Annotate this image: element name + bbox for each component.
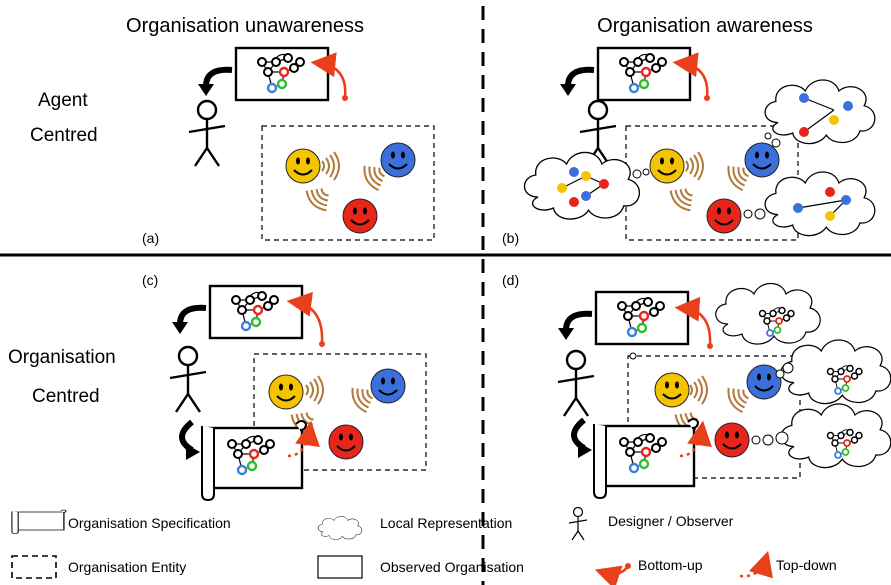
organisation-entity-box xyxy=(253,353,427,471)
organisation-entity-box xyxy=(261,125,435,241)
bottom-up-arrow xyxy=(310,52,347,99)
bottom-up-arrow xyxy=(286,291,324,345)
top-down-arrow xyxy=(679,420,712,458)
organisation-specification-scroll xyxy=(592,417,700,500)
row-label-organisation: Organisation xyxy=(8,347,116,368)
legend-top-down-icon xyxy=(739,550,773,579)
top-down-arrow xyxy=(287,420,320,458)
panel-label-d: (d) xyxy=(502,272,519,288)
blue-agent xyxy=(380,142,416,178)
legend-observed-org-label: Observed Organisation xyxy=(380,559,524,575)
designer-figure xyxy=(168,345,208,414)
legend-local-rep-label: Local Representation xyxy=(380,515,512,531)
legend: Organisation Specification Organisation … xyxy=(11,506,837,585)
bottom-up-arrow xyxy=(674,296,712,347)
local-representation-cloud xyxy=(523,151,641,220)
designer-figure xyxy=(556,349,596,418)
legend-designer-label: Designer / Observer xyxy=(608,513,734,529)
legend-designer-icon xyxy=(568,506,588,541)
row-label-agent-centred: Centred xyxy=(30,125,98,146)
legend-bottom-up-icon xyxy=(594,565,630,585)
organisation-entity-box xyxy=(627,355,801,479)
panel-label-b: (b) xyxy=(502,230,519,246)
legend-org-entity-label: Organisation Entity xyxy=(68,559,186,575)
header-unawareness: Organisation unawareness xyxy=(126,15,364,37)
local-representation-cloud xyxy=(764,79,876,145)
waves xyxy=(321,151,340,181)
panel-a xyxy=(187,46,435,241)
legend-org-entity-icon xyxy=(11,555,57,579)
header-awareness: Organisation awareness xyxy=(597,15,813,37)
organisation-specification-scroll xyxy=(200,419,308,502)
legend-top-down-label: Top-down xyxy=(776,557,837,573)
legend-org-spec-icon xyxy=(11,509,67,535)
thought-bubbles xyxy=(629,352,794,446)
panel-b xyxy=(523,46,876,241)
legend-cloud-icon xyxy=(317,516,363,540)
designer-figure xyxy=(187,99,227,168)
legend-observed-org-icon xyxy=(317,555,363,579)
thought-bubbles xyxy=(632,132,781,220)
black-arrow xyxy=(203,66,233,87)
legend-org-spec-label: Organisation Specification xyxy=(68,515,231,531)
legend-bottom-up-label: Bottom-up xyxy=(638,557,703,573)
row-label-agent: Agent xyxy=(38,90,88,111)
observed-organisation-box xyxy=(594,290,690,346)
red-agent xyxy=(342,198,378,234)
panel-label-c: (c) xyxy=(142,272,158,288)
panel-d xyxy=(556,282,891,500)
panel-label-a: (a) xyxy=(142,230,159,246)
panel-c xyxy=(168,284,427,502)
yellow-agent xyxy=(285,148,321,184)
bottom-up-arrow xyxy=(672,52,709,99)
row-label-org-centred: Centred xyxy=(32,386,100,407)
